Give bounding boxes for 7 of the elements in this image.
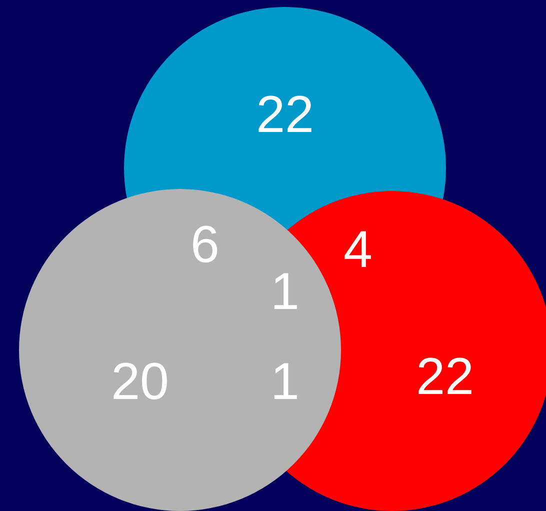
overlap-count: 1 xyxy=(270,266,300,318)
count-value: 22 xyxy=(256,89,314,141)
count-value: 20 xyxy=(111,356,169,408)
count-value: 22 xyxy=(416,351,474,403)
overlap-count: 1 xyxy=(270,356,300,408)
overlap-count: 4 xyxy=(344,224,372,276)
overlap-count: 6 xyxy=(190,219,220,271)
